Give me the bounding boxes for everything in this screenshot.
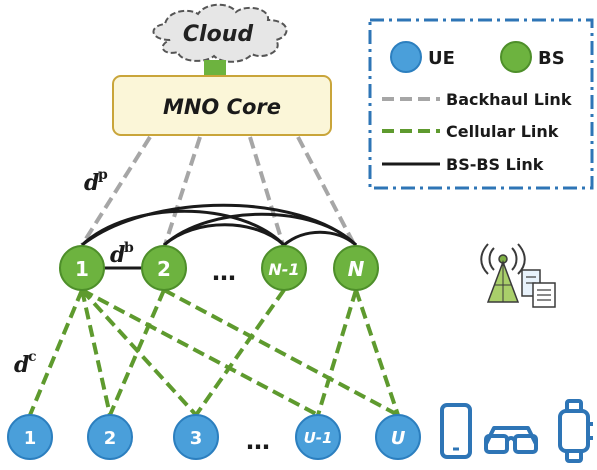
bs-arc-2-n1 (163, 223, 286, 247)
bs-circle (59, 245, 105, 291)
bs-label: N (348, 257, 365, 281)
bs-node-n-1: N-1 (261, 245, 307, 291)
backhaul-link-2 (162, 136, 202, 249)
legend-bs-icon (500, 41, 532, 73)
bs-circle (333, 245, 379, 291)
bs-node-1: 1 (59, 245, 105, 291)
ue-node-u-1: U-1 (295, 414, 341, 460)
base-stations: 1 2 … N-1 N (59, 245, 379, 291)
ue-circle (173, 414, 219, 460)
bs-ellipsis: … (212, 258, 236, 286)
distance-label-dp: d p (84, 167, 108, 196)
ue-label: U-1 (304, 429, 333, 447)
db-base: d (110, 242, 125, 268)
ue-ellipsis: … (246, 427, 270, 455)
cell-link-bsn-ueu1 (316, 289, 358, 416)
user-equipments: 1 2 3 … U-1 U (7, 414, 421, 460)
bs-label: N-1 (268, 260, 299, 279)
ue-label: 2 (104, 428, 117, 449)
distance-label-dc: d c (14, 349, 37, 378)
backhaul-link-1 (80, 135, 152, 247)
cloud-label: Cloud (183, 22, 253, 47)
vr-glasses-icon (484, 426, 538, 454)
legend: UE BS Backhaul Link Cellular Link BS-BS … (368, 18, 594, 190)
cell-link-bsn-ueu (354, 289, 400, 416)
backhaul-link-n1 (248, 136, 286, 249)
smartwatch-icon (558, 399, 593, 463)
ue-label: 1 (24, 428, 37, 449)
ue-label: U (391, 428, 406, 449)
cloud: Cloud (152, 3, 288, 63)
mno-core: MNO Core (112, 75, 332, 136)
cloud-shape (152, 3, 288, 63)
legend-backhaul-label: Backhaul Link (446, 90, 572, 109)
bs-label: 2 (157, 257, 171, 281)
ue-node-2: 2 (87, 414, 133, 460)
mno-core-label: MNO Core (163, 95, 281, 119)
legend-ue-icon (390, 41, 422, 73)
cell-link-bs2-ueu (163, 288, 399, 417)
dp-sup: p (98, 167, 108, 183)
backhaul-link-n (296, 136, 358, 249)
dc-base: d (14, 352, 29, 378)
ue-circle (7, 414, 53, 460)
cell-link-bsn1-ue3 (194, 288, 286, 417)
bs-circle (261, 245, 307, 291)
distance-label-db: d b (110, 240, 134, 268)
bs-bs-links (80, 203, 358, 270)
smartphone-icon (440, 403, 472, 459)
cell-link-bs1-ueu1 (81, 288, 319, 417)
bs-arc-2-n (163, 212, 358, 247)
bs-node-2: 2 (141, 245, 187, 291)
ue-node-u: U (375, 414, 421, 460)
legend-bsbs-label: BS-BS Link (446, 155, 544, 174)
ue-node-3: 3 (173, 414, 219, 460)
bs-arc-n1-n (283, 230, 357, 247)
backhaul-links (80, 135, 358, 249)
ue-circle (295, 414, 341, 460)
cloud-core-link (204, 60, 226, 76)
ue-circle (87, 414, 133, 460)
legend-bs-label: BS (538, 48, 565, 69)
legend-cellular-label: Cellular Link (446, 122, 559, 141)
bs-label: 1 (75, 257, 89, 281)
legend-ue-label: UE (428, 48, 455, 69)
cell-link-bs1-ue2 (80, 289, 112, 416)
cellular-links (28, 288, 400, 417)
dc-sup: c (28, 349, 37, 365)
bs-node-n: N (333, 245, 379, 291)
db-sup: b (124, 240, 134, 256)
cell-link-bs2-ue2 (108, 289, 166, 416)
ue-node-1: 1 (7, 414, 53, 460)
ue-label: 3 (190, 428, 203, 449)
mno-core-box (112, 75, 332, 136)
bs-circle (141, 245, 187, 291)
cell-tower-icon (480, 243, 556, 308)
ue-circle (375, 414, 421, 460)
cell-link-bs1-ue3 (80, 288, 198, 417)
dp-base: d (84, 170, 99, 196)
cell-link-bs1-ue1 (28, 289, 84, 416)
